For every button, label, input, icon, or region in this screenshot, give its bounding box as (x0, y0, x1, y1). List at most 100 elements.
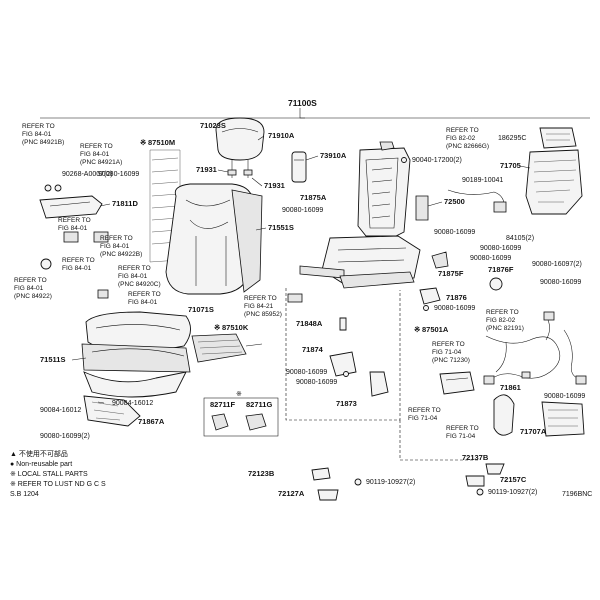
part-90080-16099-a: 90080-16099 (282, 207, 323, 214)
svg-text:REFER TO: REFER TO (446, 127, 479, 134)
svg-text:FIG 84-01: FIG 84-01 (62, 265, 92, 272)
cap-72137B (485, 463, 505, 475)
part-186295C: 186295C (498, 135, 526, 142)
svg-text:FIG 82-02: FIG 82-02 (446, 135, 476, 142)
assembly-number: 71100S (288, 98, 317, 108)
lower-cover (541, 401, 585, 437)
bracket-71873 (369, 371, 389, 397)
part-71023S: 71023S (200, 121, 226, 130)
seat-front-trim (83, 395, 141, 427)
wire-harness (483, 311, 587, 385)
svg-text:REFER TO: REFER TO (408, 407, 441, 414)
part-71707A: 71707A (520, 427, 547, 436)
seatback-pad (149, 149, 263, 295)
part-90080-16099-d: 90080-16099 (296, 379, 337, 386)
ref-note-3: REFER TO FIG 84-01 (58, 217, 91, 232)
part-71873: 71873 (336, 399, 357, 408)
headrest (215, 117, 265, 178)
svg-text:FIG 84-01: FIG 84-01 (100, 243, 130, 250)
part-73910A: 73910A (320, 151, 347, 160)
svg-text:REFER TO: REFER TO (62, 257, 95, 264)
part-90084-16012-b: 90084-16012 (112, 400, 153, 407)
svg-text:FIG 84-01: FIG 84-01 (80, 151, 110, 158)
part-71876F: 71876F (488, 265, 514, 274)
svg-text:REFER TO: REFER TO (118, 265, 151, 272)
svg-text:REFER TO: REFER TO (486, 309, 519, 316)
part-72123B: 72123B (248, 469, 275, 478)
star-mark-87501A: ※ (414, 325, 421, 334)
part-71867A: 71867A (138, 417, 165, 426)
part-84105: 84105(2) (506, 235, 534, 242)
part-90080-16097: 90080-16097(2) (532, 261, 582, 268)
svg-text:※: ※ (236, 391, 242, 398)
cap-72123B (311, 467, 331, 481)
part-90189: 90189-10041 (462, 177, 503, 184)
footer-code: 7196BNC (562, 491, 592, 498)
legend-non-reusable: ● Non-reusable part (10, 461, 72, 468)
svg-text:(PNC 82666G): (PNC 82666G) (446, 143, 489, 150)
clip (97, 289, 109, 299)
legend-refer-to: ※ REFER TO LUST ND G C S (10, 481, 106, 488)
part-71551S: 71551S (268, 223, 294, 232)
svg-text:(PNC 84922): (PNC 84922) (14, 293, 52, 300)
ref-note-4: REFER TO FIG 84-01 (PNC 84922B) (100, 235, 142, 258)
part-72137B: 72137B (462, 453, 489, 462)
svg-text:REFER TO: REFER TO (128, 291, 161, 298)
legend-not-used: ▲ 不使用不可部品 (10, 449, 68, 458)
svg-text:(PNC 84921A): (PNC 84921A) (80, 159, 122, 166)
svg-text:REFER TO: REFER TO (446, 425, 479, 432)
part-72500: 72500 (444, 197, 465, 206)
side-shield-71707A (493, 394, 515, 436)
svg-text:(PNC 84920C): (PNC 84920C) (118, 281, 161, 288)
cushion-heater (191, 333, 263, 363)
part-90084-16012-a: 90084-16012 (40, 407, 81, 414)
part-90080-16099-j: 90080-16099 (544, 393, 585, 400)
part-90080-16099-e: 90080-16099 (434, 229, 475, 236)
part-71811D: 71811D (112, 199, 138, 208)
svg-text:(PNC 84921B): (PNC 84921B) (22, 139, 64, 146)
part-71874: 71874 (302, 345, 324, 354)
ref-note-13: REFER TO FIG 71-04 (408, 407, 441, 422)
star-mark-87510K: ※ (214, 323, 221, 332)
seat-frame (299, 141, 429, 289)
headrest-support (291, 151, 307, 183)
ref-note-6: REFER TO FIG 84-01 (PNC 84920C) (118, 265, 161, 288)
part-90080-16099-f: 90080-16099 (480, 245, 521, 252)
assembly-header: 71100S (40, 98, 590, 119)
pin (339, 317, 347, 331)
ref-note-14: REFER TO FIG 71-04 (446, 425, 479, 440)
side-cover-shield (39, 195, 103, 219)
part-71511S: 71511S (40, 355, 65, 364)
knob (40, 258, 52, 270)
star-mark-87510M: ※ (140, 138, 147, 147)
ref-note-7: REFER TO FIG 84-01 (PNC 84922) (14, 277, 52, 300)
part-82711F: 82711F (210, 400, 235, 409)
svg-text:FIG 84-01: FIG 84-01 (58, 225, 88, 232)
svg-text:FIG 84-21: FIG 84-21 (244, 303, 274, 310)
legend: ▲ 不使用不可部品 ● Non-reusable part ※ LOCAL ST… (10, 449, 106, 498)
svg-text:FIG 84-01: FIG 84-01 (14, 285, 44, 292)
part-90268: 90268-A0007(2) (62, 171, 113, 178)
connector-186295C (539, 127, 577, 149)
cap-72127A (317, 489, 339, 501)
svg-text:(PNC 71230): (PNC 71230) (432, 357, 470, 364)
svg-text:REFER TO: REFER TO (244, 295, 277, 302)
part-71931-b: 71931 (264, 181, 285, 190)
ref-note-2: REFER TO FIG 84-01 (PNC 84921A) (80, 143, 122, 166)
part-90040: 90040-17200(2) (412, 157, 462, 164)
svg-text:FIG 84-01: FIG 84-01 (118, 273, 148, 280)
svg-text:FIG 71-04: FIG 71-04 (446, 433, 476, 440)
legend-code: S.B 1204 (10, 491, 39, 498)
ref-note-11: REFER TO FIG 82-02 (PNC 82191) (486, 309, 524, 332)
svg-text:FIG 84-01: FIG 84-01 (128, 299, 158, 306)
svg-text:REFER TO: REFER TO (80, 143, 113, 150)
part-71861: 71861 (500, 383, 521, 392)
svg-text:(PNC 85952): (PNC 85952) (244, 311, 282, 318)
part-71931-a: 71931 (196, 165, 217, 174)
ref-note-9: REFER TO FIG 84-21 (PNC 85952) (244, 295, 282, 318)
part-71875A: 71875A (300, 193, 327, 202)
svg-text:(PNC 84922B): (PNC 84922B) (100, 251, 142, 258)
part-87501A: 87501A (422, 325, 449, 334)
part-71705: 71705 (500, 161, 521, 170)
svg-text:REFER TO: REFER TO (14, 277, 47, 284)
